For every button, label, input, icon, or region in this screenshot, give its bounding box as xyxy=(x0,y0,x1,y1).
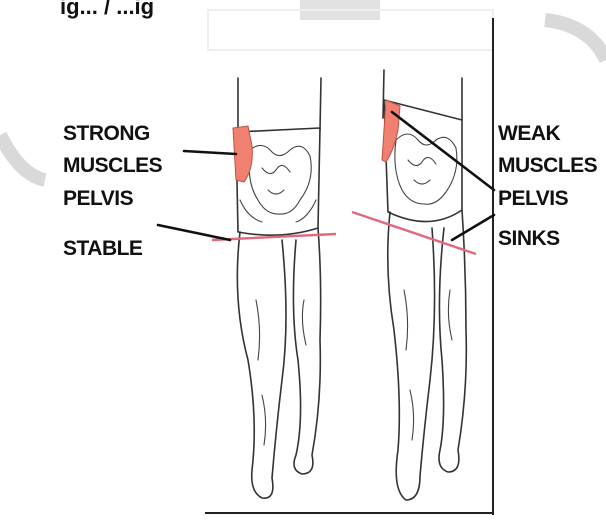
pointer-strong-muscles xyxy=(184,151,236,154)
right-leg-left xyxy=(388,212,435,500)
left-torso xyxy=(238,78,321,132)
cropped-title: ig... / ...ig xyxy=(60,0,154,19)
pointer-pelvis-stable xyxy=(158,225,230,240)
watermark-arc-left xyxy=(0,135,45,180)
pointer-pelvis-sinks xyxy=(452,215,494,240)
label-stable: STABLE xyxy=(63,237,143,260)
label-strong: STRONG xyxy=(63,122,150,145)
left-leg-right xyxy=(293,228,320,474)
watermark xyxy=(0,0,606,180)
pointer-weak-muscles xyxy=(392,112,494,190)
left-buttock-folds xyxy=(240,200,316,222)
right-sacrum xyxy=(408,157,436,184)
right-pelvis-bone xyxy=(395,134,457,204)
right-leg-details xyxy=(404,290,452,440)
label-sinks: SINKS xyxy=(498,227,560,250)
left-pelvis-bone xyxy=(249,145,311,214)
right-figure xyxy=(352,70,476,500)
left-figure xyxy=(212,78,336,498)
watermark-arc-right xyxy=(545,20,606,60)
label-muscles-right: MUSCLES xyxy=(498,154,598,177)
left-sacrum xyxy=(262,165,290,194)
left-leg-left xyxy=(237,232,286,498)
label-muscles-left: MUSCLES xyxy=(63,154,163,177)
right-pelvis-tilt-line xyxy=(352,212,476,254)
label-weak: WEAK xyxy=(498,122,560,145)
label-pelvis-left: PELVIS xyxy=(63,187,134,210)
label-pelvis-right: PELVIS xyxy=(498,187,569,210)
